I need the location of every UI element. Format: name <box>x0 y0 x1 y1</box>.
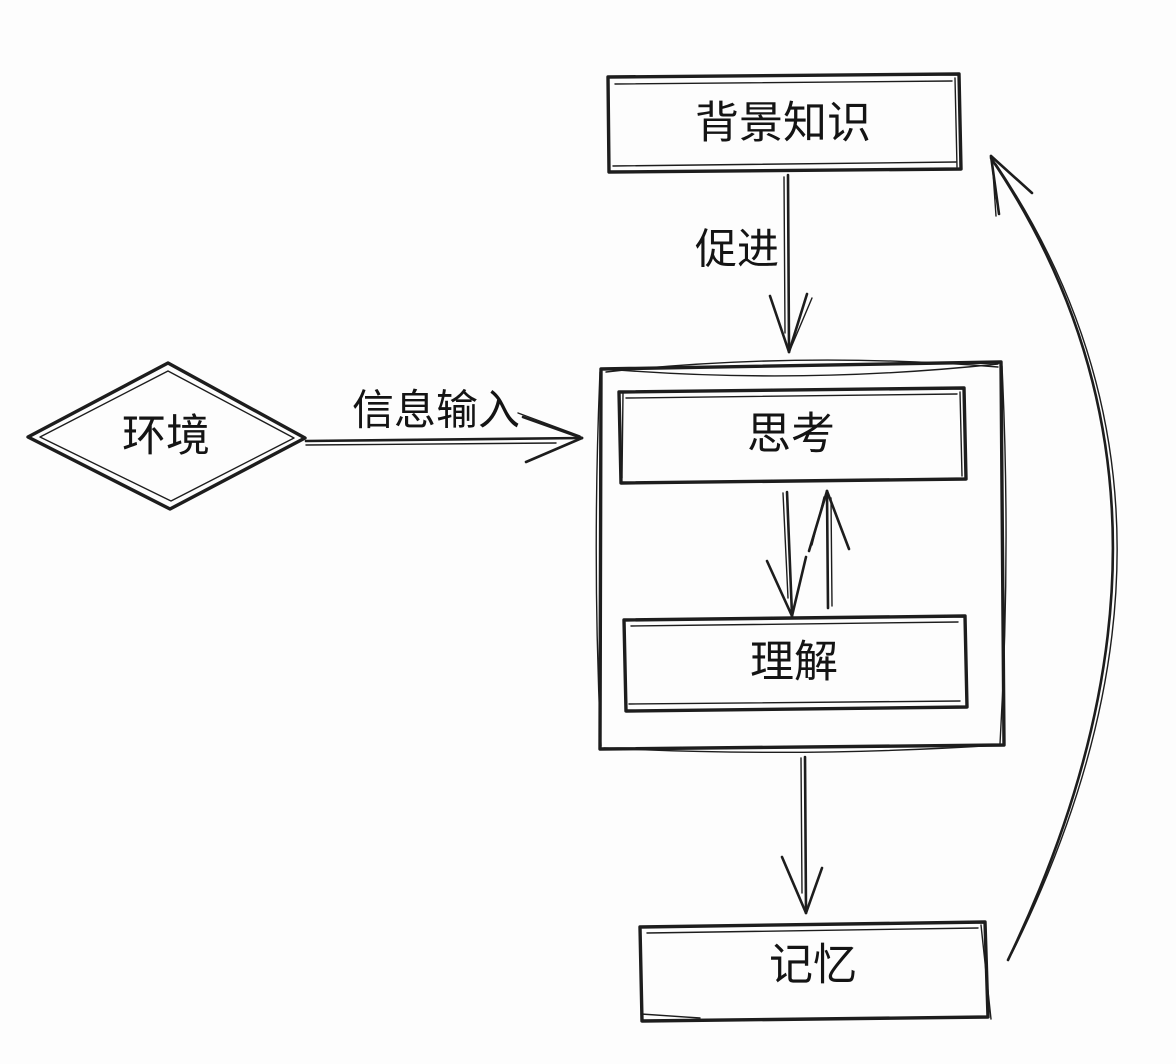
environment-diamond-sketch <box>39 370 295 502</box>
thinking-box <box>617 386 968 485</box>
edge-thinking-to-understanding <box>765 490 808 618</box>
cognition-container-box <box>598 360 1006 751</box>
understanding-label: 理解 <box>750 638 838 687</box>
edge-memory-to-background-knowledge <box>989 154 1118 962</box>
down-arrowhead-right <box>790 555 808 618</box>
background-knowledge-box-sketch-right <box>954 77 958 168</box>
loop-arrowhead-sketch <box>991 157 997 217</box>
cognition-container-sketch-top-arc2 <box>605 363 999 377</box>
down-arrow-shaft <box>785 490 794 617</box>
understanding-box-sketch-top <box>630 621 959 627</box>
info-input-arrow-shaft-sketch <box>305 442 557 446</box>
promote-arrowhead-right <box>787 292 809 354</box>
environment-diamond <box>26 361 307 511</box>
edge-promote: 促进 <box>695 173 813 354</box>
node-cognition-container <box>595 359 1007 754</box>
up-arrow-shaft <box>825 490 830 610</box>
info-input-arrowhead-bottom <box>524 436 584 464</box>
promote-arrowhead-sketch <box>789 297 813 351</box>
thinking-box-sketch-right <box>959 391 963 477</box>
info-input-arrowhead-sketch <box>517 412 581 437</box>
thinking-box-sketch-left <box>621 392 624 479</box>
node-memory: 记忆 <box>638 920 992 1023</box>
promote-edge-label: 促进 <box>695 226 779 273</box>
background-knowledge-box <box>606 72 963 174</box>
memory-arrowhead-left <box>780 855 808 915</box>
background-knowledge-label: 背景知识 <box>695 99 871 148</box>
up-arrowhead-sketch <box>811 496 825 546</box>
info-input-arrow-shaft <box>304 436 584 443</box>
up-arrow-shaft-sketch <box>830 497 833 607</box>
memory-box-sketch-right <box>980 924 992 1020</box>
node-understanding: 理解 <box>622 614 969 713</box>
memory-label: 记忆 <box>769 941 857 990</box>
memory-box-sketch-bottom-left <box>640 1013 701 1019</box>
cognition-container-sketch-right <box>999 365 1007 745</box>
promote-arrow-shaft-sketch <box>783 176 786 334</box>
memory-box <box>638 920 990 1023</box>
node-thinking: 思考 <box>617 386 968 485</box>
environment-label: 环境 <box>122 412 210 461</box>
loop-arrowhead-right <box>989 154 1034 195</box>
loop-arrow-curve-sketch <box>995 163 1118 954</box>
edge-understanding-to-thinking <box>807 489 851 610</box>
understanding-box-sketch-bottom <box>628 700 961 705</box>
info-input-arrowhead-top <box>521 415 584 440</box>
background-knowledge-box-sketch-bottom <box>612 161 957 167</box>
memory-arrow-shaft <box>803 755 808 913</box>
node-environment: 环境 <box>26 361 307 511</box>
cognition-container-sketch-bottom <box>603 744 1000 754</box>
info-input-edge-label: 信息输入 <box>352 387 520 434</box>
edge-info-input: 信息输入 <box>304 387 584 464</box>
node-background-knowledge: 背景知识 <box>606 72 963 174</box>
memory-arrow-shaft-sketch <box>800 757 803 894</box>
up-arrowhead-right <box>825 489 851 551</box>
thinking-label: 思考 <box>747 410 835 459</box>
thinking-box-sketch-top <box>625 393 958 399</box>
cognition-container-sketch-top-arc1 <box>605 359 999 373</box>
promote-arrow-shaft <box>786 173 791 352</box>
background-knowledge-box-sketch-top <box>614 80 953 85</box>
down-arrowhead-left <box>765 559 794 618</box>
edge-container-to-memory <box>780 755 824 915</box>
memory-box-sketch-top <box>646 927 979 934</box>
down-arrow-shaft-sketch <box>782 492 789 599</box>
cognition-container-sketch-left <box>595 371 602 747</box>
memory-arrowhead-right <box>804 866 824 915</box>
loop-arrow-curve <box>989 156 1115 962</box>
promote-arrowhead-left <box>768 294 791 354</box>
understanding-box <box>622 614 969 713</box>
